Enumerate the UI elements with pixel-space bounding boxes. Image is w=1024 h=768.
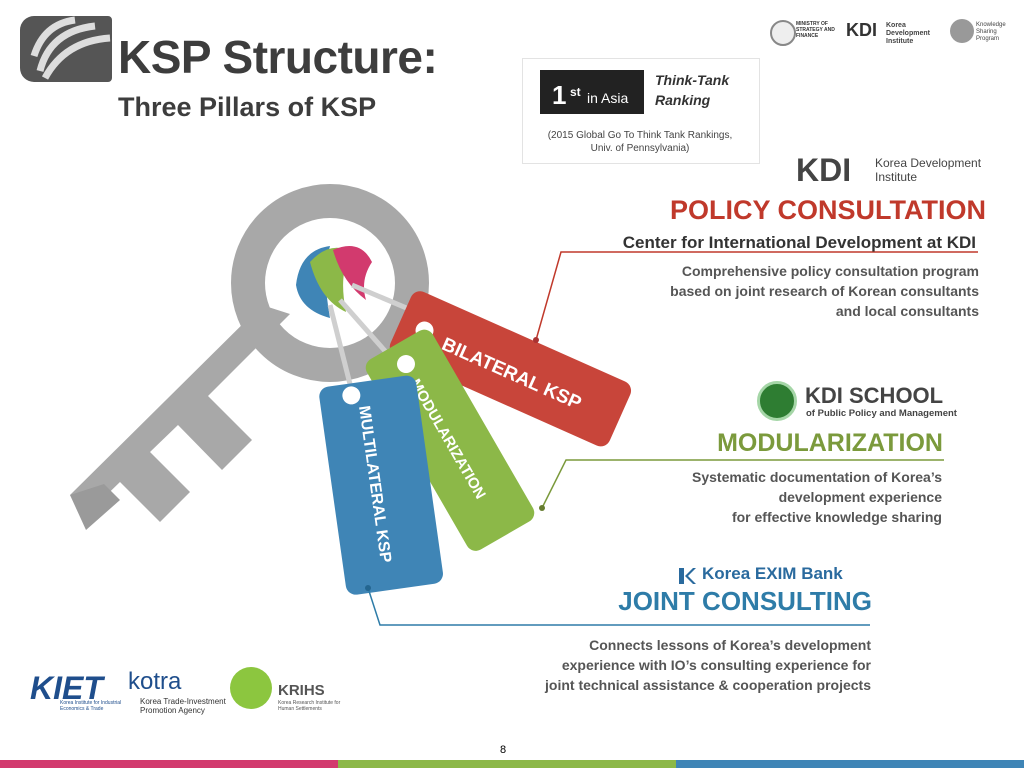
krihs-emblem-icon	[230, 667, 272, 709]
key-ring	[231, 184, 429, 382]
krihs-sub: Korea Research Institute for Human Settl…	[278, 700, 340, 712]
joint-description: Connects lessons of Korea’s development …	[545, 635, 871, 695]
key-shape	[70, 305, 290, 530]
joint-desc-line: joint technical assistance & cooperation…	[545, 677, 871, 693]
modular-desc-line: development experience	[778, 489, 942, 505]
kdi-logo-name-line1: Korea Development	[875, 156, 982, 170]
kotra-logo: kotra	[128, 668, 182, 695]
kdi-top-logo: KDI	[846, 20, 877, 40]
rank-source-line2: Univ. of Pennsylvania)	[590, 143, 690, 154]
joint-desc-line: Connects lessons of Korea’s development	[589, 637, 871, 653]
modular-title: MODULARIZATION	[717, 429, 943, 457]
footer-bar-pink	[0, 760, 338, 768]
joint-desc-line: experience with IO’s consulting experien…	[561, 657, 871, 673]
kdi-logo: KDI	[796, 152, 851, 189]
kdi-top-name: Korea Development Institute	[886, 22, 930, 45]
policy-desc-line: and local consultants	[835, 303, 979, 319]
kdi-school-emblem-icon	[757, 381, 797, 421]
footer-bar-blue	[676, 760, 1024, 768]
rank-label-line1: Think-Tank	[655, 72, 730, 88]
policy-connector	[535, 251, 978, 341]
exim-icon	[676, 566, 696, 586]
policy-description: Comprehensive policy consultation progra…	[670, 261, 979, 321]
kiet-sub: Korea Institute for Industrial Economics…	[60, 700, 122, 712]
joint-title: JOINT CONSULTING	[618, 586, 872, 616]
rank-source: (2015 Global Go To Think Tank Rankings, …	[524, 129, 756, 155]
policy-title: POLICY CONSULTATION	[670, 195, 986, 225]
joint-connector	[367, 587, 870, 626]
kiet-logo-text: KIET	[30, 670, 103, 706]
krihs-logo: KRIHS	[278, 682, 325, 699]
rank-region: in Asia	[587, 90, 629, 106]
kdi-logo-text: KDI	[796, 152, 852, 188]
modular-desc-line: Systematic documentation of Korea’s	[692, 469, 942, 485]
kdi-logo-name: Korea Development Institute	[875, 156, 981, 184]
krihs-sub-line2: Human Settlements	[278, 706, 322, 712]
kdi-school-logo: KDI SCHOOL	[805, 383, 944, 408]
rank-suffix: st	[570, 85, 581, 99]
page-title: KSP Structure:	[118, 31, 438, 83]
kotra-sub: Korea Trade-Investment Promotion Agency	[140, 697, 226, 715]
kdi-school-sub: of Public Policy and Management	[806, 408, 957, 419]
rank-label-line2: Ranking	[655, 92, 711, 108]
kotra-sub-line2: Promotion Agency	[140, 706, 205, 715]
policy-desc-line: Comprehensive policy consultation progra…	[681, 263, 979, 279]
kotra-sub-line1: Korea Trade-Investment	[140, 697, 226, 706]
page-subtitle: Three Pillars of KSP	[118, 92, 377, 122]
page-number: 8	[500, 744, 507, 756]
policy-subtitle: Center for International Development at …	[622, 233, 976, 252]
footer-bar-green	[338, 760, 676, 768]
ministry-seal-icon	[770, 20, 796, 46]
krihs-sub-line1: Korea Research Institute for	[278, 700, 341, 706]
modular-description: Systematic documentation of Korea’s deve…	[692, 467, 942, 527]
kdi-logo-name-line2: Institute	[875, 170, 918, 184]
ranking-badge	[540, 70, 644, 114]
ksp-top-name: Knowledge Sharing Program	[976, 22, 1006, 42]
ksp-sphere-icon	[296, 246, 372, 318]
rank-label: Think-Tank Ranking	[655, 70, 729, 110]
exim-logo: Korea EXIM Bank	[702, 564, 843, 583]
rank-number: 1	[552, 80, 567, 110]
modular-desc-line: for effective knowledge sharing	[731, 509, 942, 525]
ksp-small-icon	[950, 19, 974, 43]
kiet-logo: KIET	[30, 670, 103, 707]
multilateral-tag: MULTILATERAL KSP	[319, 375, 443, 595]
policy-desc-line: based on joint research of Korean consul…	[670, 283, 979, 299]
ksp-corner-logo	[20, 16, 112, 82]
modular-connector	[541, 459, 944, 509]
rank-source-line1: (2015 Global Go To Think Tank Rankings,	[547, 130, 733, 141]
ministry-logo: MINISTRY OF STRATEGY AND FINANCE	[796, 21, 835, 39]
